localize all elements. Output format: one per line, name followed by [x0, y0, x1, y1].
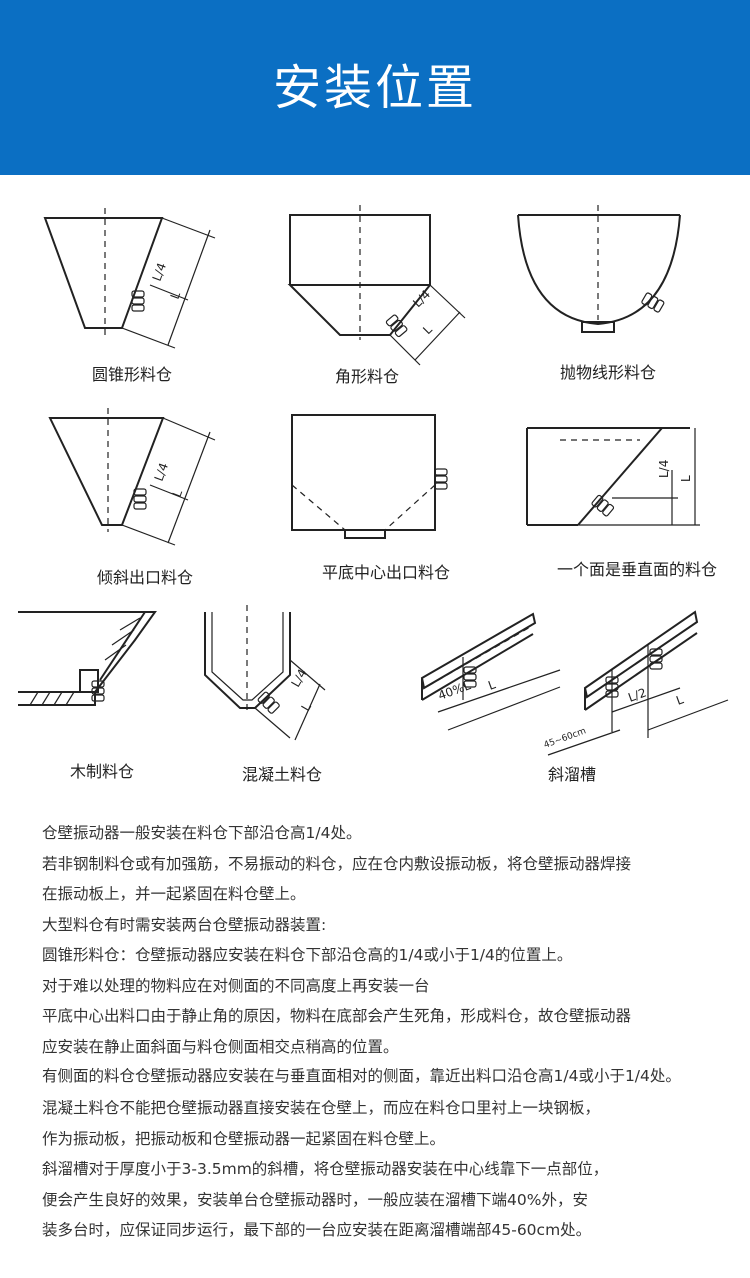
diagram-wooden-bin: 木制料仓: [18, 611, 157, 781]
paragraph: 有侧面的料仓仓壁振动器应安装在与垂直面相对的侧面，靠近出料口沿仓高1/4或小于1…: [42, 1067, 681, 1085]
description-text: 仓壁振动器一般安装在料仓下部沿仓高1/4处。 若非钢制料仓或有加强筋，不易振动的…: [42, 818, 732, 1246]
caption-parabolic: 抛物线形料仓: [560, 363, 656, 382]
diagram-vertical-wall-bin: L/4 L 一个面是垂直面的料仓: [526, 427, 717, 579]
paragraph: 便会产生良好的效果，安装单台仓壁振动器时，一般应装在溜槽下端40%外，安: [42, 1190, 588, 1209]
caption-concrete: 混凝土料仓: [242, 765, 322, 784]
paragraph: 斜溜槽对于厚度小于3-3.5mm的斜槽，将仓壁振动器安装在中心线靠下一点部位，: [42, 1160, 609, 1178]
dimension-label: L: [674, 692, 685, 708]
vibrator-icon: [434, 468, 448, 490]
caption-wooden: 木制料仓: [70, 762, 134, 781]
dimension-label: L/4: [152, 461, 171, 483]
caption-flat: 平底中心出口料仓: [322, 563, 450, 582]
header-banner: 安装位置: [0, 0, 750, 175]
diagram-cone-bin: L/4 L 圆锥形料仓: [43, 208, 216, 384]
paragraph: 仓壁振动器一般安装在料仓下部沿仓高1/4处。: [42, 824, 362, 842]
paragraph: 装多台时，应保证同步运行，最下部的一台应安装在距离溜槽端部45-60cm处。: [42, 1221, 592, 1239]
paragraph: 混凝土料仓不能把仓壁振动器直接安装在仓壁上，而应在料仓口里衬上一块钢板，: [42, 1099, 601, 1117]
paragraph: 在振动板上，并一起紧固在料仓壁上。: [42, 885, 306, 903]
vibrator-icon: [256, 690, 281, 715]
page-title: 安装位置: [272, 60, 477, 116]
dimension-label: L/4: [657, 460, 671, 478]
caption-chute: 斜溜槽: [548, 765, 596, 784]
installation-diagrams: L/4 L 圆锥形料仓 L/4 L 角形料仓 抛物线形料仓 L/4 L 倾斜出口…: [18, 205, 729, 784]
caption-angular: 角形料仓: [335, 367, 399, 386]
paragraph: 平底中心出料口由于静止角的原因，物料在底部会产生死角，形成料仓，故仓壁振动器: [42, 1007, 632, 1025]
dimension-label: L: [679, 475, 693, 482]
diagram-concrete-bin: L/4 L 混凝土料仓: [204, 605, 326, 784]
dimension-label: L: [420, 322, 435, 337]
diagram-angular-bin: L/4 L 角形料仓: [287, 205, 466, 386]
diagram-inclined-outlet-bin: L/4 L 倾斜出口料仓: [48, 408, 216, 587]
vibrator-icon: [133, 488, 147, 510]
caption-inclined: 倾斜出口料仓: [97, 568, 193, 587]
diagram-parabolic-bin: 抛物线形料仓: [517, 205, 681, 382]
paragraph: 作为振动板，把振动板和仓壁振动器一起紧固在料仓壁上。: [42, 1129, 446, 1148]
caption-vertical: 一个面是垂直面的料仓: [557, 560, 717, 579]
paragraph: 圆锥形料仓：仓壁振动器应安装在料仓下部沿仓高的1/4或小于1/4的位置上。: [42, 946, 573, 964]
paragraph: 应安装在静止面斜面与料仓侧面相交点稍高的位置。: [42, 1037, 399, 1056]
dimension-label: 45~60cm: [543, 726, 588, 751]
vibrator-icon: [640, 291, 666, 314]
diagram-inclined-chute: 40%L L L/2 L 45~60cm 斜溜槽: [420, 610, 729, 784]
dimension-label: L/2: [626, 685, 648, 704]
paragraph: 大型料仓有时需安装两台仓壁振动器装置:: [42, 915, 327, 934]
dimension-label: L/4: [288, 667, 309, 690]
diagram-flat-bottom-bin: 平底中心出口料仓: [291, 414, 450, 582]
paragraph: 若非钢制料仓或有加强筋，不易振动的料仓，应在仓内敷设振动板，将仓壁振动器焊接: [42, 854, 632, 873]
paragraph: 对于难以处理的物料应在对侧面的不同高度上再安装一台: [42, 976, 430, 995]
dimension-label: L: [486, 677, 497, 693]
dimension-label: L: [170, 488, 186, 499]
dimension-label: L: [168, 290, 184, 301]
dimension-label: L/4: [150, 261, 169, 283]
caption-cone: 圆锥形料仓: [92, 365, 172, 384]
